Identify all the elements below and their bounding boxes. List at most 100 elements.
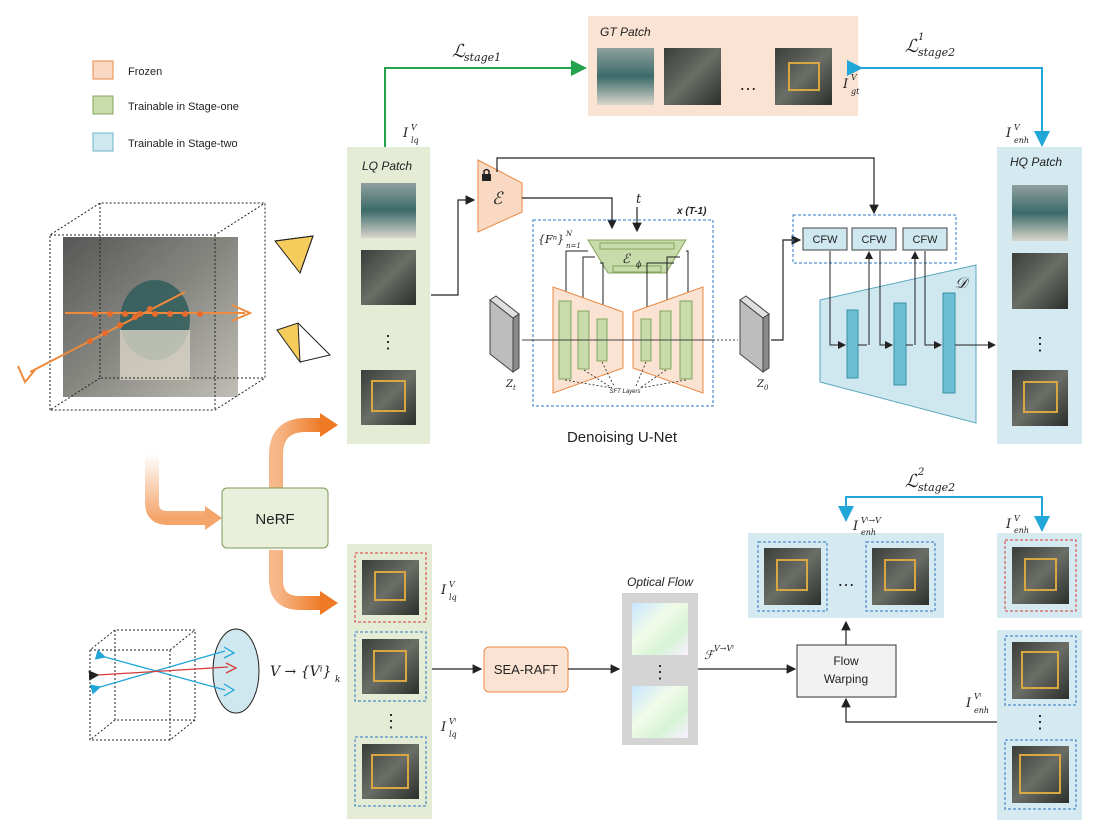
i-enh-v-symbol: I <box>1005 517 1012 532</box>
svg-text:0: 0 <box>764 384 769 392</box>
view-sampling: V → {Vⁱ} k <box>88 628 340 741</box>
loss-stage1-symbol: ℒ <box>452 41 466 62</box>
nerf-label: NeRF <box>255 511 294 528</box>
hq-patch-image <box>1012 370 1068 426</box>
zt-symbol: Z <box>505 379 514 390</box>
lq-patch-image <box>361 250 416 305</box>
svg-text:V: V <box>411 123 418 132</box>
lq-patch-image <box>361 183 416 238</box>
legend-swatch-frozen <box>92 60 114 80</box>
gt-patch-panel: GT Patch … I V gt <box>588 16 860 116</box>
hq-patch-panel: HQ Patch I V enh ⋮ <box>997 123 1082 444</box>
enh-views-vdots: ⋮ <box>1031 712 1049 732</box>
i-lq-symbol: I <box>402 126 409 141</box>
svg-text:Vⁱ: Vⁱ <box>449 717 457 726</box>
hq-patch-image <box>1012 253 1068 309</box>
nerf-block <box>221 487 329 549</box>
flow-map <box>632 686 688 738</box>
encoder-symbol: ℰ <box>492 189 504 209</box>
decoder-symbol: 𝒟 <box>955 274 970 292</box>
legend-label-frozen: Frozen <box>128 66 162 78</box>
svg-text:V: V <box>1014 514 1021 523</box>
camera-frustum-icon <box>276 322 301 364</box>
target-enh-panel: I V enh <box>997 514 1082 618</box>
decoder: CFW CFW CFW 𝒟 <box>792 214 996 424</box>
lq-patch-panel: LQ Patch I V lq ⋮ <box>347 123 430 444</box>
hq-patch-image <box>1012 185 1068 241</box>
svg-text:enh: enh <box>974 706 989 715</box>
lq-vdots: ⋮ <box>379 332 397 352</box>
svg-text:V: V <box>449 580 456 589</box>
nerf-flow-arrows: NeRF <box>145 413 338 615</box>
svg-text:V→Vⁱ: V→Vⁱ <box>714 644 734 653</box>
svg-text:ϕ: ϕ <box>636 260 642 269</box>
lq-view-image <box>362 744 419 799</box>
svg-text:k: k <box>335 675 340 685</box>
flow-warping-line2: Warping <box>824 672 868 686</box>
legend-label-stage-two: Trainable in Stage-two <box>128 138 238 150</box>
enh-views-panel: ⋮ I Vⁱ enh <box>965 630 1082 820</box>
i-enh-vi-symbol: I <box>965 696 972 711</box>
cfw-block-1 <box>802 227 848 251</box>
stage2-loss-bottom: ℒ 2 stage2 <box>838 467 1050 532</box>
enh-view-image <box>1012 642 1069 699</box>
latent-zt: Z t <box>489 295 520 392</box>
sea-raft-label: SEA-RAFT <box>494 662 558 677</box>
camera-ray-icon <box>231 304 253 322</box>
feature-set-symbol: {Fⁿ} <box>538 233 564 246</box>
gt-patch-title: GT Patch <box>600 25 651 39</box>
camera-ray-icon <box>17 365 36 384</box>
optical-flow-panel: Optical Flow ⋮ ℱ V→Vⁱ <box>622 575 734 745</box>
svg-text:stage2: stage2 <box>918 481 955 494</box>
svg-text:V: V <box>1014 123 1021 132</box>
lq-patch-image <box>361 370 416 425</box>
unet-label: Denoising U-Net <box>567 429 678 446</box>
nerf-scene-cube <box>17 202 331 411</box>
i-enh-symbol: I <box>1005 126 1012 141</box>
sft-layers-label: SFT Layers <box>609 389 640 395</box>
svg-text:enh: enh <box>1014 136 1029 145</box>
latent-z0: Z 0 <box>739 295 770 392</box>
svg-text:lq: lq <box>411 136 419 145</box>
i-lq-v-symbol: I <box>440 583 447 598</box>
svg-text:Vⁱ→V: Vⁱ→V <box>861 516 882 525</box>
loss-stage2-top-symbol: ℒ <box>905 36 919 57</box>
gt-patch-image <box>664 48 721 105</box>
stage2-loss-top: ℒ 1 stage2 <box>847 32 1050 147</box>
flow-warping-line1: Flow <box>833 654 859 668</box>
target-enh-image <box>1012 547 1069 604</box>
i-gt-symbol: I <box>842 77 849 92</box>
svg-text:gt: gt <box>851 87 860 96</box>
flow-warping-block <box>796 644 897 698</box>
loss-stage1-sub: stage1 <box>464 51 501 64</box>
svg-text:Vⁱ: Vⁱ <box>974 692 982 701</box>
svg-text:CFW: CFW <box>912 234 938 246</box>
view-set-symbol: V → {Vⁱ} <box>270 664 331 680</box>
svg-text:enh: enh <box>861 528 876 537</box>
flow-map <box>632 603 688 655</box>
lq-views-vdots: ⋮ <box>382 711 400 731</box>
t-symbol: t <box>636 192 642 207</box>
encoder: ℰ <box>477 157 879 233</box>
hq-vdots: ⋮ <box>1031 334 1049 354</box>
camera-frustum-icon <box>274 235 314 275</box>
gt-ellipsis: … <box>739 74 757 94</box>
lq-views-panel: ⋮ I V lq I Vⁱ lq <box>347 544 457 819</box>
gt-patch-image <box>597 48 654 105</box>
repeat-label: x (T-1) <box>676 206 707 217</box>
views-ellipse <box>212 628 260 714</box>
flow-vdots: ⋮ <box>651 662 669 682</box>
svg-text:n=1: n=1 <box>566 242 581 250</box>
cfw-block-3 <box>902 227 948 251</box>
warped-enh-image <box>764 548 821 605</box>
lq-view-image <box>362 639 419 694</box>
legend-label-stage-one: Trainable in Stage-one <box>128 101 239 113</box>
unet-dotted-box <box>532 219 714 407</box>
lock-icon <box>482 168 491 181</box>
warped-enh-panel: … I Vⁱ→V enh <box>748 516 944 618</box>
svg-text:CFW: CFW <box>861 234 887 246</box>
svg-text:N: N <box>565 230 573 238</box>
flow-symbol: ℱ <box>704 648 716 662</box>
svg-text:t: t <box>513 384 516 392</box>
